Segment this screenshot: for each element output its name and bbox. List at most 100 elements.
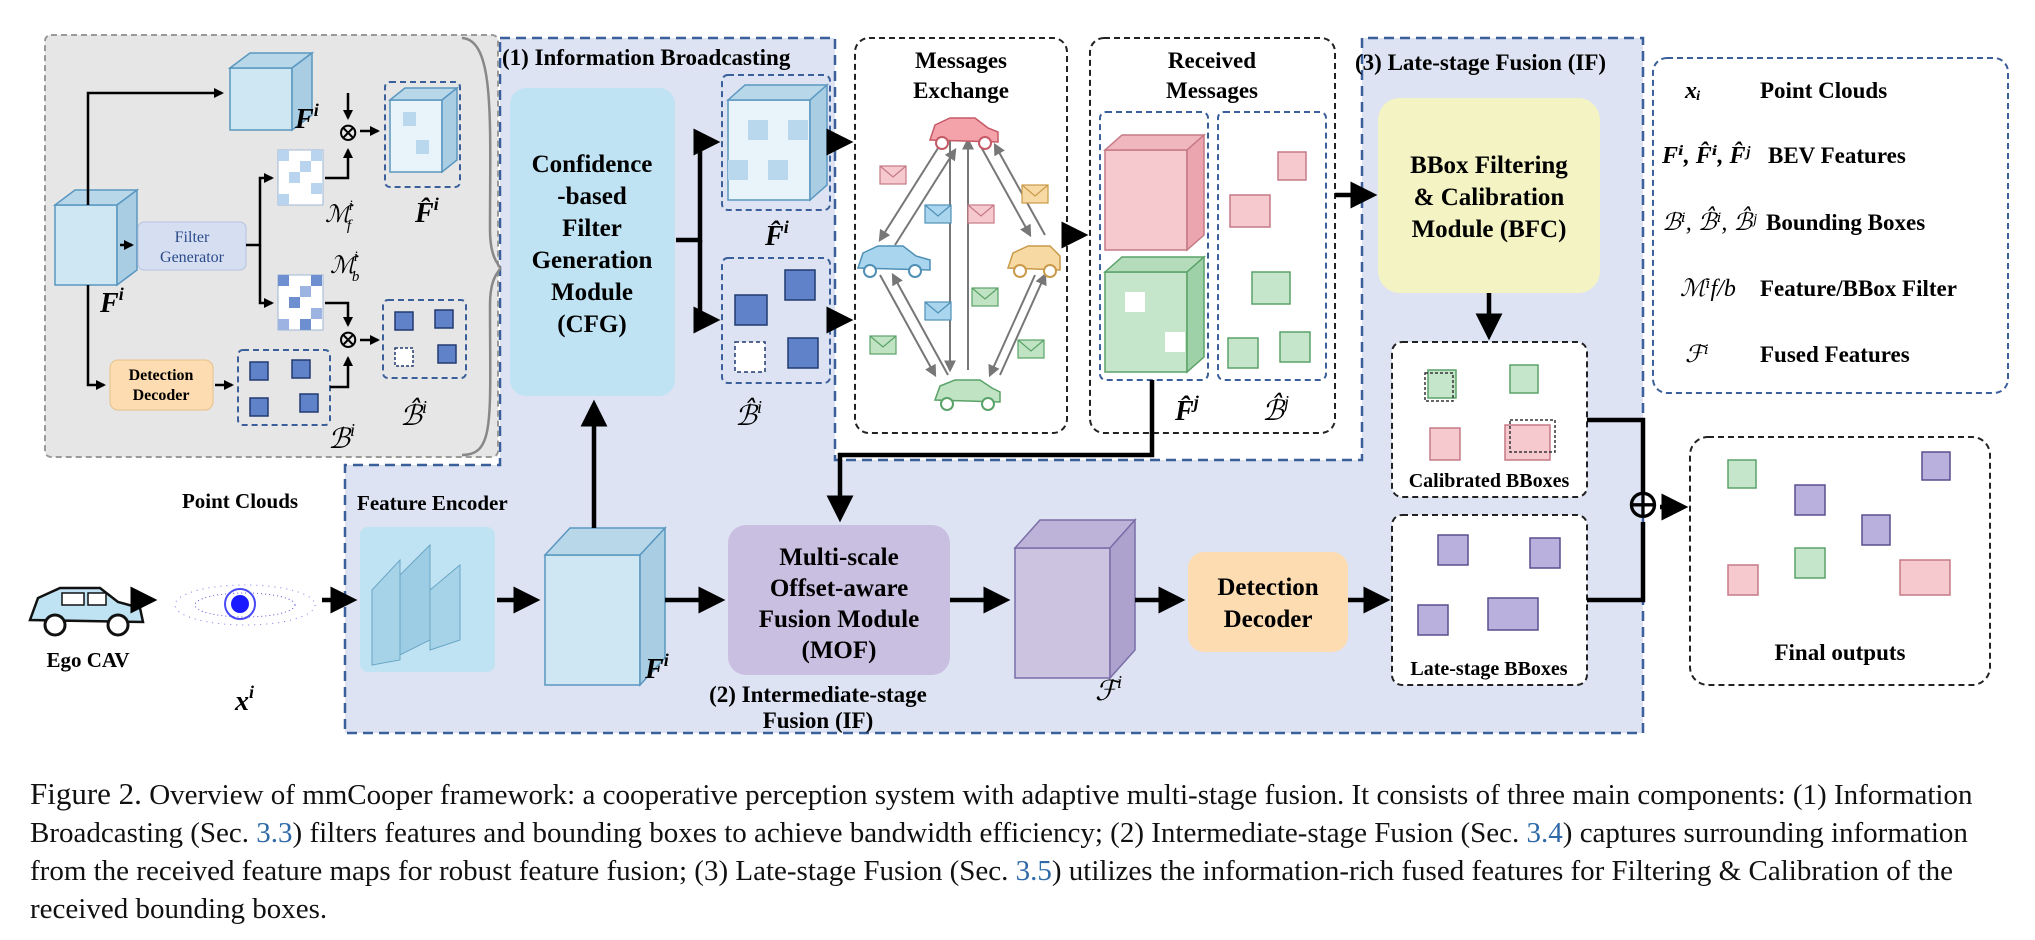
received-messages-title-2: Messages (1166, 78, 1258, 103)
point-clouds-title: Point Clouds (182, 489, 298, 513)
otimes-bbox-icon: ⊗ (337, 325, 359, 354)
detail-filtered-bboxes-label: ℬ̂i (400, 397, 427, 432)
detail-input-feature-label: Fi (99, 284, 124, 319)
legend-symbol-4: ℱⁱ (1685, 342, 1709, 368)
detail-detection-decoder-label-1: Detection (129, 367, 194, 384)
feature-encoder-box (360, 527, 495, 672)
bfc-line-2: & Calibration (1414, 184, 1565, 211)
bev-feature-cube (543, 526, 667, 687)
received-bboxes-label: ℬ̂j (1262, 392, 1289, 427)
cfg-line-1: Confidence (532, 151, 653, 178)
messages-exchange-title-1: Messages (915, 48, 1007, 73)
intermediate-fusion-title-1: (2) Intermediate-stage (709, 682, 927, 707)
legend-symbol-1: Fⁱ, F̂ⁱ, F̂ʲ (1661, 142, 1751, 169)
otimes-feature-icon: ⊗ (337, 118, 359, 147)
caption-part-6: ) utilizes the information-rich fused fe… (30, 855, 1954, 925)
caption-label: Figure 2. (30, 776, 142, 811)
late-bboxes (1417, 534, 1561, 636)
received-messages-title-1: Received (1168, 48, 1256, 73)
section-broadcasting-title: (1) Information Broadcasting (502, 45, 791, 70)
broadcast-bboxes-label: ℬ̂i (735, 397, 762, 432)
caption-ref-3-4[interactable]: 3.4 (1526, 817, 1563, 849)
broadcast-filtered-feature (726, 83, 829, 202)
ego-car-icon (28, 586, 145, 637)
received-feature-green (1103, 255, 1206, 374)
detail-detection-decoder-label-2: Decoder (133, 387, 190, 404)
legend-label-2: Bounding Boxes (1766, 210, 1925, 235)
final-outputs-box (1689, 436, 1991, 686)
figure-caption: Figure 2. Overview of mmCooper framework… (30, 775, 2015, 928)
caption-part-0: Overview of mmCooper framework: a cooper… (30, 779, 1973, 849)
legend-symbol-2: ℬⁱ, ℬ̂ⁱ, ℬ̂ʲ (1662, 206, 1757, 236)
late-bboxes-title: Late-stage BBoxes (1410, 658, 1567, 680)
caption-part-4: ) captures surrounding information from … (30, 817, 1968, 887)
broadcast-filtered-bboxes (734, 269, 819, 373)
final-bboxes (1727, 451, 1951, 596)
feature-mask (277, 149, 324, 206)
ego-cav-label: Ego CAV (46, 648, 129, 672)
intermediate-fusion-title-2: Fusion (IF) (763, 708, 874, 733)
filter-detail-panel: Fi Fi Filter Generator Detection Decoder… (44, 34, 502, 458)
messages-exchange-box (854, 37, 1068, 434)
received-feature-label: F̂j (1174, 392, 1200, 427)
cfg-line-4: Generation (532, 247, 653, 274)
mof-line-3: Fusion Module (759, 606, 919, 633)
calibrated-bboxes-title: Calibrated BBoxes (1409, 470, 1570, 492)
car-right-icon (1006, 245, 1061, 278)
detail-top-feature (227, 51, 315, 132)
detail-input-feature (52, 188, 140, 287)
bev-feature-label: Fi (644, 650, 669, 685)
car-top-icon (928, 117, 999, 150)
cfg-line-6: (CFG) (557, 311, 626, 338)
envelope-icons (869, 165, 1049, 359)
cfg-line-3: Filter (562, 215, 622, 242)
messages-exchange-title-2: Exchange (913, 78, 1009, 103)
received-bboxes (1227, 151, 1311, 369)
caption-ref-3-3[interactable]: 3.3 (256, 817, 293, 849)
filter-generator-label-2: Generator (160, 249, 225, 266)
detail-filtered-feature (387, 86, 460, 174)
detail-bboxes-label: ℬi (328, 420, 355, 455)
mof-line-1: Multi-scale (779, 544, 898, 571)
framework-diagram: (1) Information Broadcasting (3) Late-st… (28, 34, 2009, 735)
legend-label-3: Feature/BBox Filter (1760, 276, 1957, 301)
calibrated-bboxes (1424, 364, 1556, 461)
legend-label-0: Point Clouds (1760, 78, 1887, 103)
detection-decoder-box (1188, 552, 1348, 652)
final-outputs-title: Final outputs (1774, 640, 1905, 665)
caption-part-2: ) filters features and bounding boxes to… (292, 817, 1527, 849)
cfg-module-box (510, 88, 675, 396)
detail-detection-decoder-box (109, 359, 214, 411)
cars-network (856, 117, 1061, 411)
detection-decoder-line-1: Detection (1217, 574, 1318, 601)
filter-generator-label-1: Filter (175, 229, 210, 246)
detail-bboxes (249, 359, 319, 417)
point-cloud-image (160, 530, 320, 680)
detection-decoder-line-2: Decoder (1224, 606, 1313, 633)
point-cloud-symbol: xi (234, 682, 254, 717)
detail-top-feature-label: Fi (294, 100, 319, 135)
fused-feature-cube (1013, 518, 1137, 680)
broadcast-feature-label: F̂i (764, 217, 789, 252)
bbox-mask (277, 274, 324, 331)
mof-line-4: (MOF) (802, 637, 877, 664)
feature-encoder-title: Feature Encoder (357, 491, 508, 515)
caption-ref-3-5[interactable]: 3.5 (1015, 855, 1052, 887)
bfc-line-3: Module (BFC) (1412, 216, 1567, 243)
section-late-fusion-title: (3) Late-stage Fusion (IF) (1355, 50, 1606, 75)
bfc-line-1: BBox Filtering (1410, 152, 1568, 179)
legend-label-1: BEV Features (1768, 143, 1906, 168)
mof-module-box (728, 525, 950, 675)
mof-line-2: Offset-aware (770, 575, 908, 602)
legend-symbol-3: ℳⁱf/b (1680, 276, 1736, 302)
legend-box (1652, 57, 2009, 394)
cfg-line-5: Module (551, 279, 633, 306)
cfg-line-2: -based (557, 183, 627, 210)
detail-filtered-feature-label: F̂i (414, 194, 439, 229)
received-feature-pink (1103, 133, 1206, 252)
detail-filtered-bboxes (394, 309, 457, 367)
car-bottom-icon (933, 379, 1001, 411)
bfc-module-box (1378, 98, 1600, 293)
